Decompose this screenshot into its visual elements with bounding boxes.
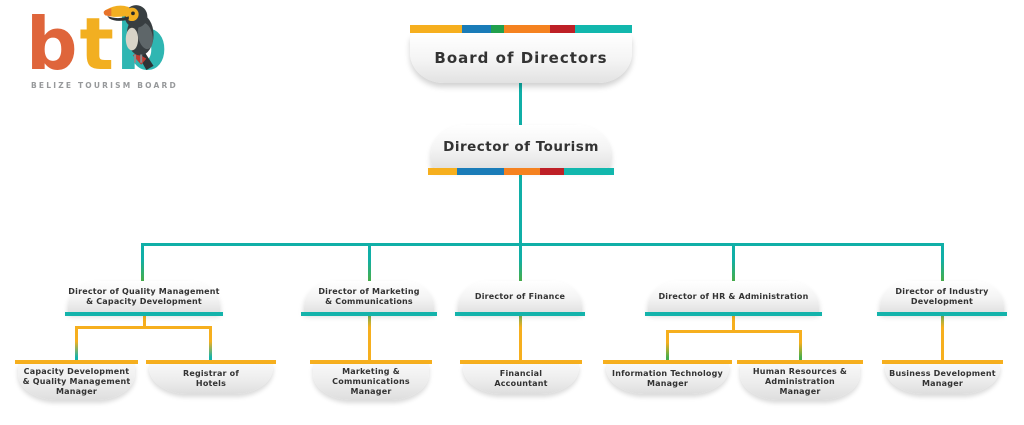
node-dept-hr-administration: Director of HR & Administration	[645, 281, 822, 316]
node-label: Director of HR & Administration	[658, 291, 809, 301]
node-label: Human Resources & Administration Manager	[752, 367, 848, 396]
connector-drop-dept-0	[141, 243, 144, 282]
node-label: Director of Tourism	[443, 138, 599, 155]
node-label: Information Technology Manager	[612, 369, 723, 388]
node-report-capacity-development-manager: Capacity Development & Quality Managemen…	[15, 360, 138, 400]
dept-accent-bar	[645, 312, 822, 316]
connector-dept3-stem	[732, 316, 735, 332]
color-segment	[462, 25, 492, 33]
connector-drop-report-3-1	[799, 330, 802, 360]
node-label: Capacity Development & Quality Managemen…	[22, 367, 131, 396]
report-accent-bar	[882, 360, 1003, 364]
node-dept-marketing-communications: Director of Marketing & Communications	[301, 281, 437, 316]
color-segment	[491, 25, 505, 33]
node-report-financial-accountant: Financial Accountant	[460, 360, 582, 394]
logo-letter-b1: b	[26, 2, 80, 86]
logo-letter-t: t	[79, 2, 116, 86]
connector-drop-report-0-0	[75, 326, 78, 360]
node-dept-industry-development: Director of Industry Development	[877, 281, 1007, 316]
report-accent-bar	[737, 360, 863, 364]
connector-dept3-branch	[666, 330, 802, 333]
node-label: Director of Industry Development	[895, 286, 989, 306]
connector-drop-report-0-1	[209, 326, 212, 360]
node-report-it-manager: Information Technology Manager	[603, 360, 732, 394]
color-segment	[504, 25, 550, 33]
connector-trunk-horizontal	[141, 243, 944, 246]
node-report-registrar-of-hotels: Registrar of Hotels	[146, 360, 276, 394]
color-segment	[540, 168, 565, 175]
node-label: Marketing & Communications Manager	[332, 367, 410, 396]
connector-board-to-tourism	[519, 83, 522, 126]
color-segment	[564, 168, 614, 175]
dept-accent-bar	[65, 312, 223, 316]
node-label: Director of Finance	[474, 291, 566, 301]
color-segment	[428, 168, 457, 175]
node-dept-quality-management: Director of Quality Management & Capacit…	[65, 281, 223, 316]
node-label: Registrar of Hotels	[182, 369, 240, 388]
dept-accent-bar	[877, 312, 1007, 316]
node-board-of-directors: Board of Directors	[410, 25, 632, 83]
connector-drop-dept-3	[732, 243, 735, 282]
color-segment	[456, 168, 505, 175]
report-accent-bar	[460, 360, 582, 364]
tourism-bottom-color-bar	[428, 168, 614, 175]
connector-drop-dept-4	[940, 243, 944, 282]
board-top-color-bar	[410, 25, 632, 33]
connector-dept0-branch	[75, 326, 212, 329]
node-label: Business Development Manager	[889, 369, 996, 388]
node-report-marketing-communications-manager: Marketing & Communications Manager	[310, 360, 432, 400]
report-accent-bar	[603, 360, 732, 364]
color-segment	[549, 25, 575, 33]
connector-drop-report-2-0	[518, 316, 522, 360]
report-accent-bar	[310, 360, 432, 364]
node-label: Director of Marketing & Communications	[318, 286, 420, 306]
node-label: Director of Quality Management & Capacit…	[68, 286, 220, 306]
report-accent-bar	[146, 360, 276, 364]
node-label: Board of Directors	[434, 49, 608, 67]
node-director-of-tourism: Director of Tourism	[428, 125, 614, 175]
color-segment	[574, 25, 632, 33]
logo-subtitle: BELIZE TOURISM BOARD	[31, 81, 178, 90]
connector-dept0-stem	[142, 316, 146, 327]
connector-drop-report-1-0	[368, 316, 371, 360]
color-segment	[410, 25, 463, 33]
node-report-business-development-manager: Business Development Manager	[882, 360, 1003, 394]
connector-tourism-to-trunk	[519, 175, 522, 244]
dept-accent-bar	[301, 312, 437, 316]
toucan-icon	[103, 5, 154, 70]
report-accent-bar	[15, 360, 138, 364]
connector-drop-report-4-0	[941, 316, 944, 360]
node-report-hr-administration-manager: Human Resources & Administration Manager	[737, 360, 863, 400]
connector-drop-dept-1	[367, 243, 371, 282]
node-dept-finance: Director of Finance	[455, 281, 585, 316]
connector-drop-dept-2	[518, 243, 522, 282]
dept-accent-bar	[455, 312, 585, 316]
color-segment	[504, 168, 541, 175]
connector-drop-report-3-0	[666, 330, 669, 360]
node-label: Financial Accountant	[494, 369, 548, 388]
